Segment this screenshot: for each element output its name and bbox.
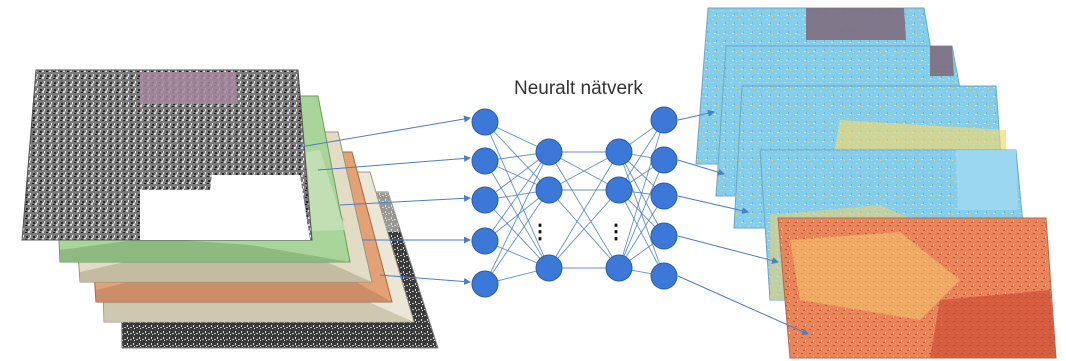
network-connection	[484, 189, 550, 285]
neuron-node-l1-2	[471, 147, 499, 175]
output-arrow-1	[677, 109, 715, 121]
network-connection	[484, 160, 550, 269]
ellipsis-layer-3: ⋮	[606, 221, 626, 243]
network-connection	[484, 189, 550, 242]
neuron-node-l1-4	[471, 227, 499, 255]
neuron-node-l3-2	[605, 176, 633, 204]
network-connection	[618, 195, 665, 269]
input-arrow-2	[317, 154, 471, 171]
network-title: Neuralt nätverk	[514, 78, 643, 99]
output-layer-red-map	[777, 217, 1057, 359]
network-connection	[618, 119, 665, 191]
network-connection	[618, 159, 665, 269]
neuron-node-l1-5	[471, 270, 499, 298]
neuron-node-l2-3	[535, 254, 563, 282]
input-arrow-1	[299, 115, 471, 148]
layer-arrows	[299, 109, 809, 335]
neuron-node-l4-5	[650, 262, 678, 290]
neuron-node-l2-2	[535, 176, 563, 204]
input-image-stack	[21, 69, 439, 349]
neuron-node-l4-1	[650, 106, 678, 134]
network-connection	[548, 189, 620, 269]
output-arrow-4	[677, 235, 779, 264]
network-connection	[618, 189, 665, 277]
input-arrow-3	[339, 194, 471, 206]
neuron-node-l1-3	[471, 186, 499, 214]
output-arrow-2	[677, 159, 725, 176]
neuron-node-l2-1	[535, 138, 563, 166]
network-connections	[484, 119, 665, 285]
network-connection	[484, 121, 550, 191]
neuron-node-l1-1	[471, 108, 499, 136]
network-connection	[618, 119, 665, 269]
output-arrow-5	[677, 275, 809, 335]
ellipsis-layer-2: ⋮	[530, 221, 550, 243]
neuron-node-l4-2	[650, 146, 678, 174]
neuron-node-l3-3	[605, 254, 633, 282]
network-nodes	[471, 106, 678, 298]
network-connection	[484, 151, 550, 285]
network-connection	[484, 151, 550, 242]
input-arrow-5	[379, 274, 471, 286]
neuron-node-l4-3	[650, 182, 678, 210]
neural-network: ⋮ ⋮	[299, 106, 809, 335]
network-connection	[484, 199, 550, 269]
output-arrow-3	[677, 195, 749, 215]
neuron-node-l4-4	[650, 222, 678, 250]
network-connection	[548, 151, 620, 269]
input-layer-sar-grayscale	[21, 69, 313, 241]
neuron-node-l3-1	[605, 138, 633, 166]
output-image-stack	[695, 7, 1057, 359]
